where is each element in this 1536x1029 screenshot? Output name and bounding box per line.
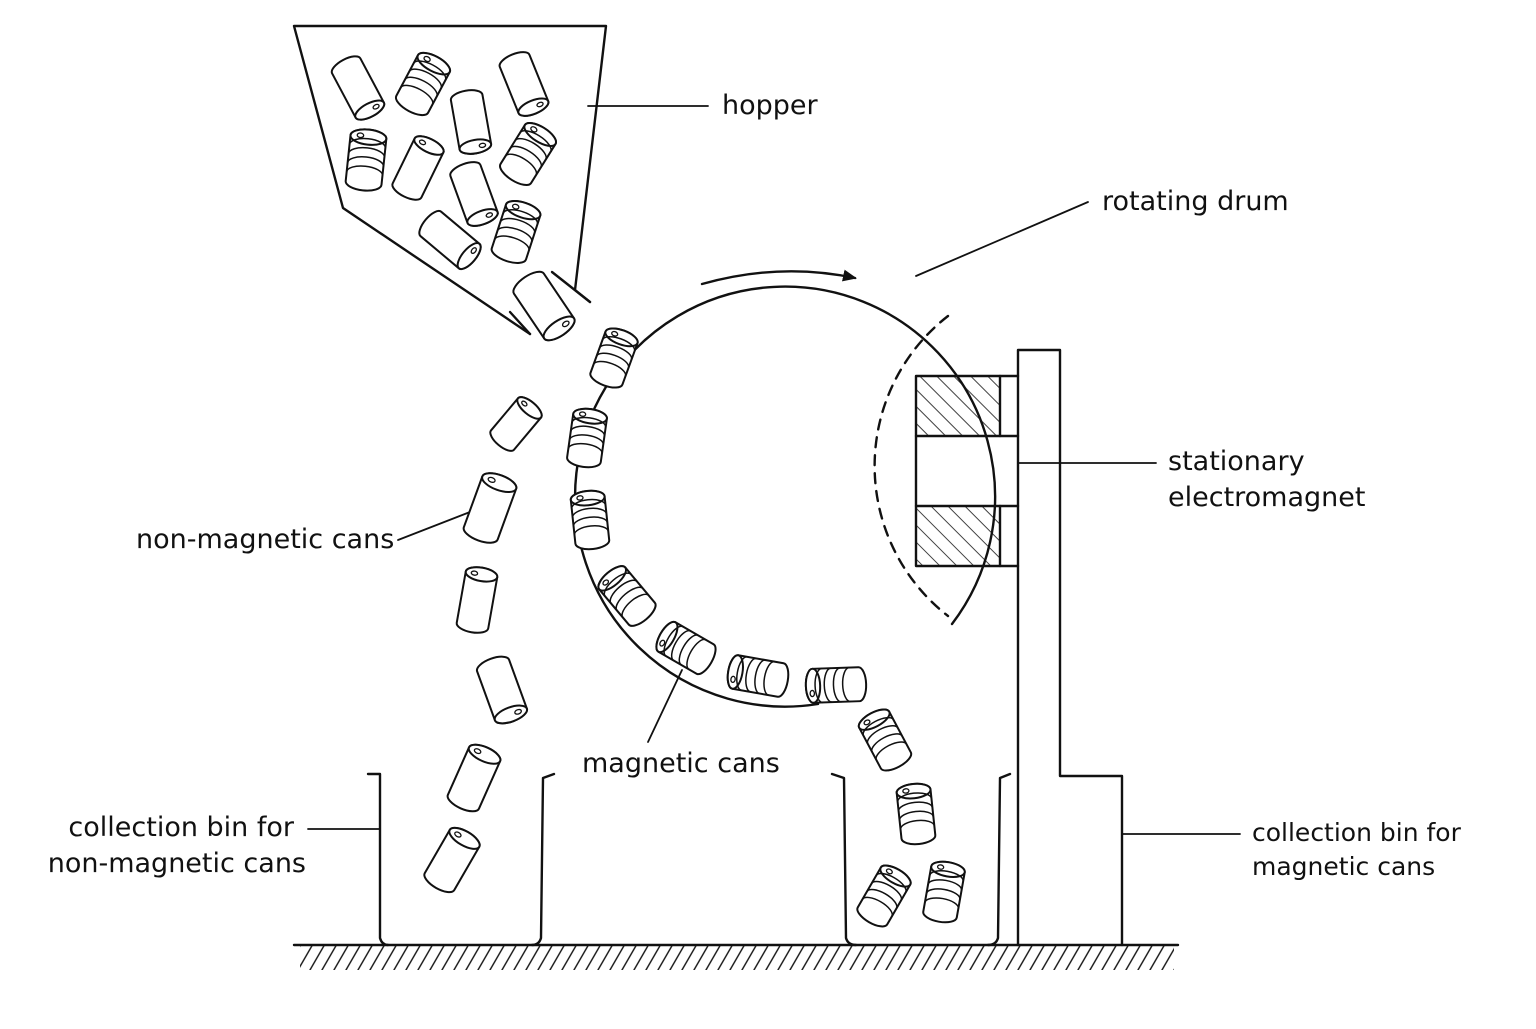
leader-magnetic-cans xyxy=(647,669,683,743)
label-hopper: hopper xyxy=(722,90,818,121)
label-bin-magnetic-line1: collection bin for xyxy=(1252,818,1461,847)
non-magnetic-can xyxy=(455,566,499,634)
label-bin-non-magnetic-line1: collection bin for xyxy=(68,812,294,843)
magnetic-can xyxy=(569,489,611,551)
rotating-drum xyxy=(573,285,997,708)
hopper-can xyxy=(449,161,499,227)
bin-magnetic-right-wall xyxy=(986,772,1012,947)
hopper-chute-lower xyxy=(508,310,532,336)
chute-can xyxy=(512,270,576,342)
floor-hatching xyxy=(300,946,1174,970)
electromagnet-upper-pole xyxy=(914,374,1002,438)
label-electromagnet-line1: stationary xyxy=(1168,446,1305,477)
electromagnet-yoke xyxy=(914,374,1020,568)
magnetic-can xyxy=(597,565,657,627)
hopper-can xyxy=(449,89,493,155)
label-electromagnet-line2: electromagnet xyxy=(1168,482,1366,513)
non-magnetic-can xyxy=(475,655,529,725)
non-magnetic-can xyxy=(489,396,543,452)
label-magnetic-cans: magnetic cans xyxy=(582,748,780,779)
magnetic-field-zone xyxy=(873,314,950,618)
label-bin-magnetic-line2: magnetic cans xyxy=(1252,852,1436,881)
hopper-can xyxy=(498,51,550,117)
magnetic-can xyxy=(895,782,937,846)
non-magnetic-can xyxy=(423,826,481,894)
label-non-magnetic-cans: non-magnetic cans xyxy=(136,524,395,555)
label-bin-non-magnetic-line2: non-magnetic cans xyxy=(47,848,306,879)
hopper-can xyxy=(344,128,388,192)
hopper-can xyxy=(499,122,557,186)
leader-non-magnetic-cans xyxy=(397,511,471,541)
support-column xyxy=(1016,348,1124,947)
electromagnet-lower-pole xyxy=(914,504,1002,568)
hopper-can xyxy=(394,51,452,117)
magnetic-can xyxy=(566,407,608,469)
magnetic-can xyxy=(726,654,790,698)
bin-magnetic-left-wall xyxy=(830,772,858,947)
magnetic-can xyxy=(856,864,912,928)
hopper-can xyxy=(330,55,386,121)
bin-non-magnetic-left-wall xyxy=(366,772,390,947)
magnetic-can xyxy=(922,860,966,924)
bin-non-magnetic-right-wall xyxy=(530,772,556,947)
hopper-can xyxy=(490,200,542,264)
leader-rotating-drum xyxy=(915,201,1089,277)
hopper-can xyxy=(391,135,445,201)
non-magnetic-can xyxy=(446,743,502,813)
magnetic-can xyxy=(589,327,639,389)
drum-rotation-arrow xyxy=(700,269,857,286)
magnetic-can xyxy=(857,708,913,772)
hopper-can xyxy=(418,209,482,271)
magnetic-can xyxy=(655,620,717,676)
hopper-chute xyxy=(550,270,592,304)
magnetic-can xyxy=(804,666,868,704)
label-rotating-drum: rotating drum xyxy=(1102,186,1289,217)
non-magnetic-can xyxy=(462,472,518,544)
